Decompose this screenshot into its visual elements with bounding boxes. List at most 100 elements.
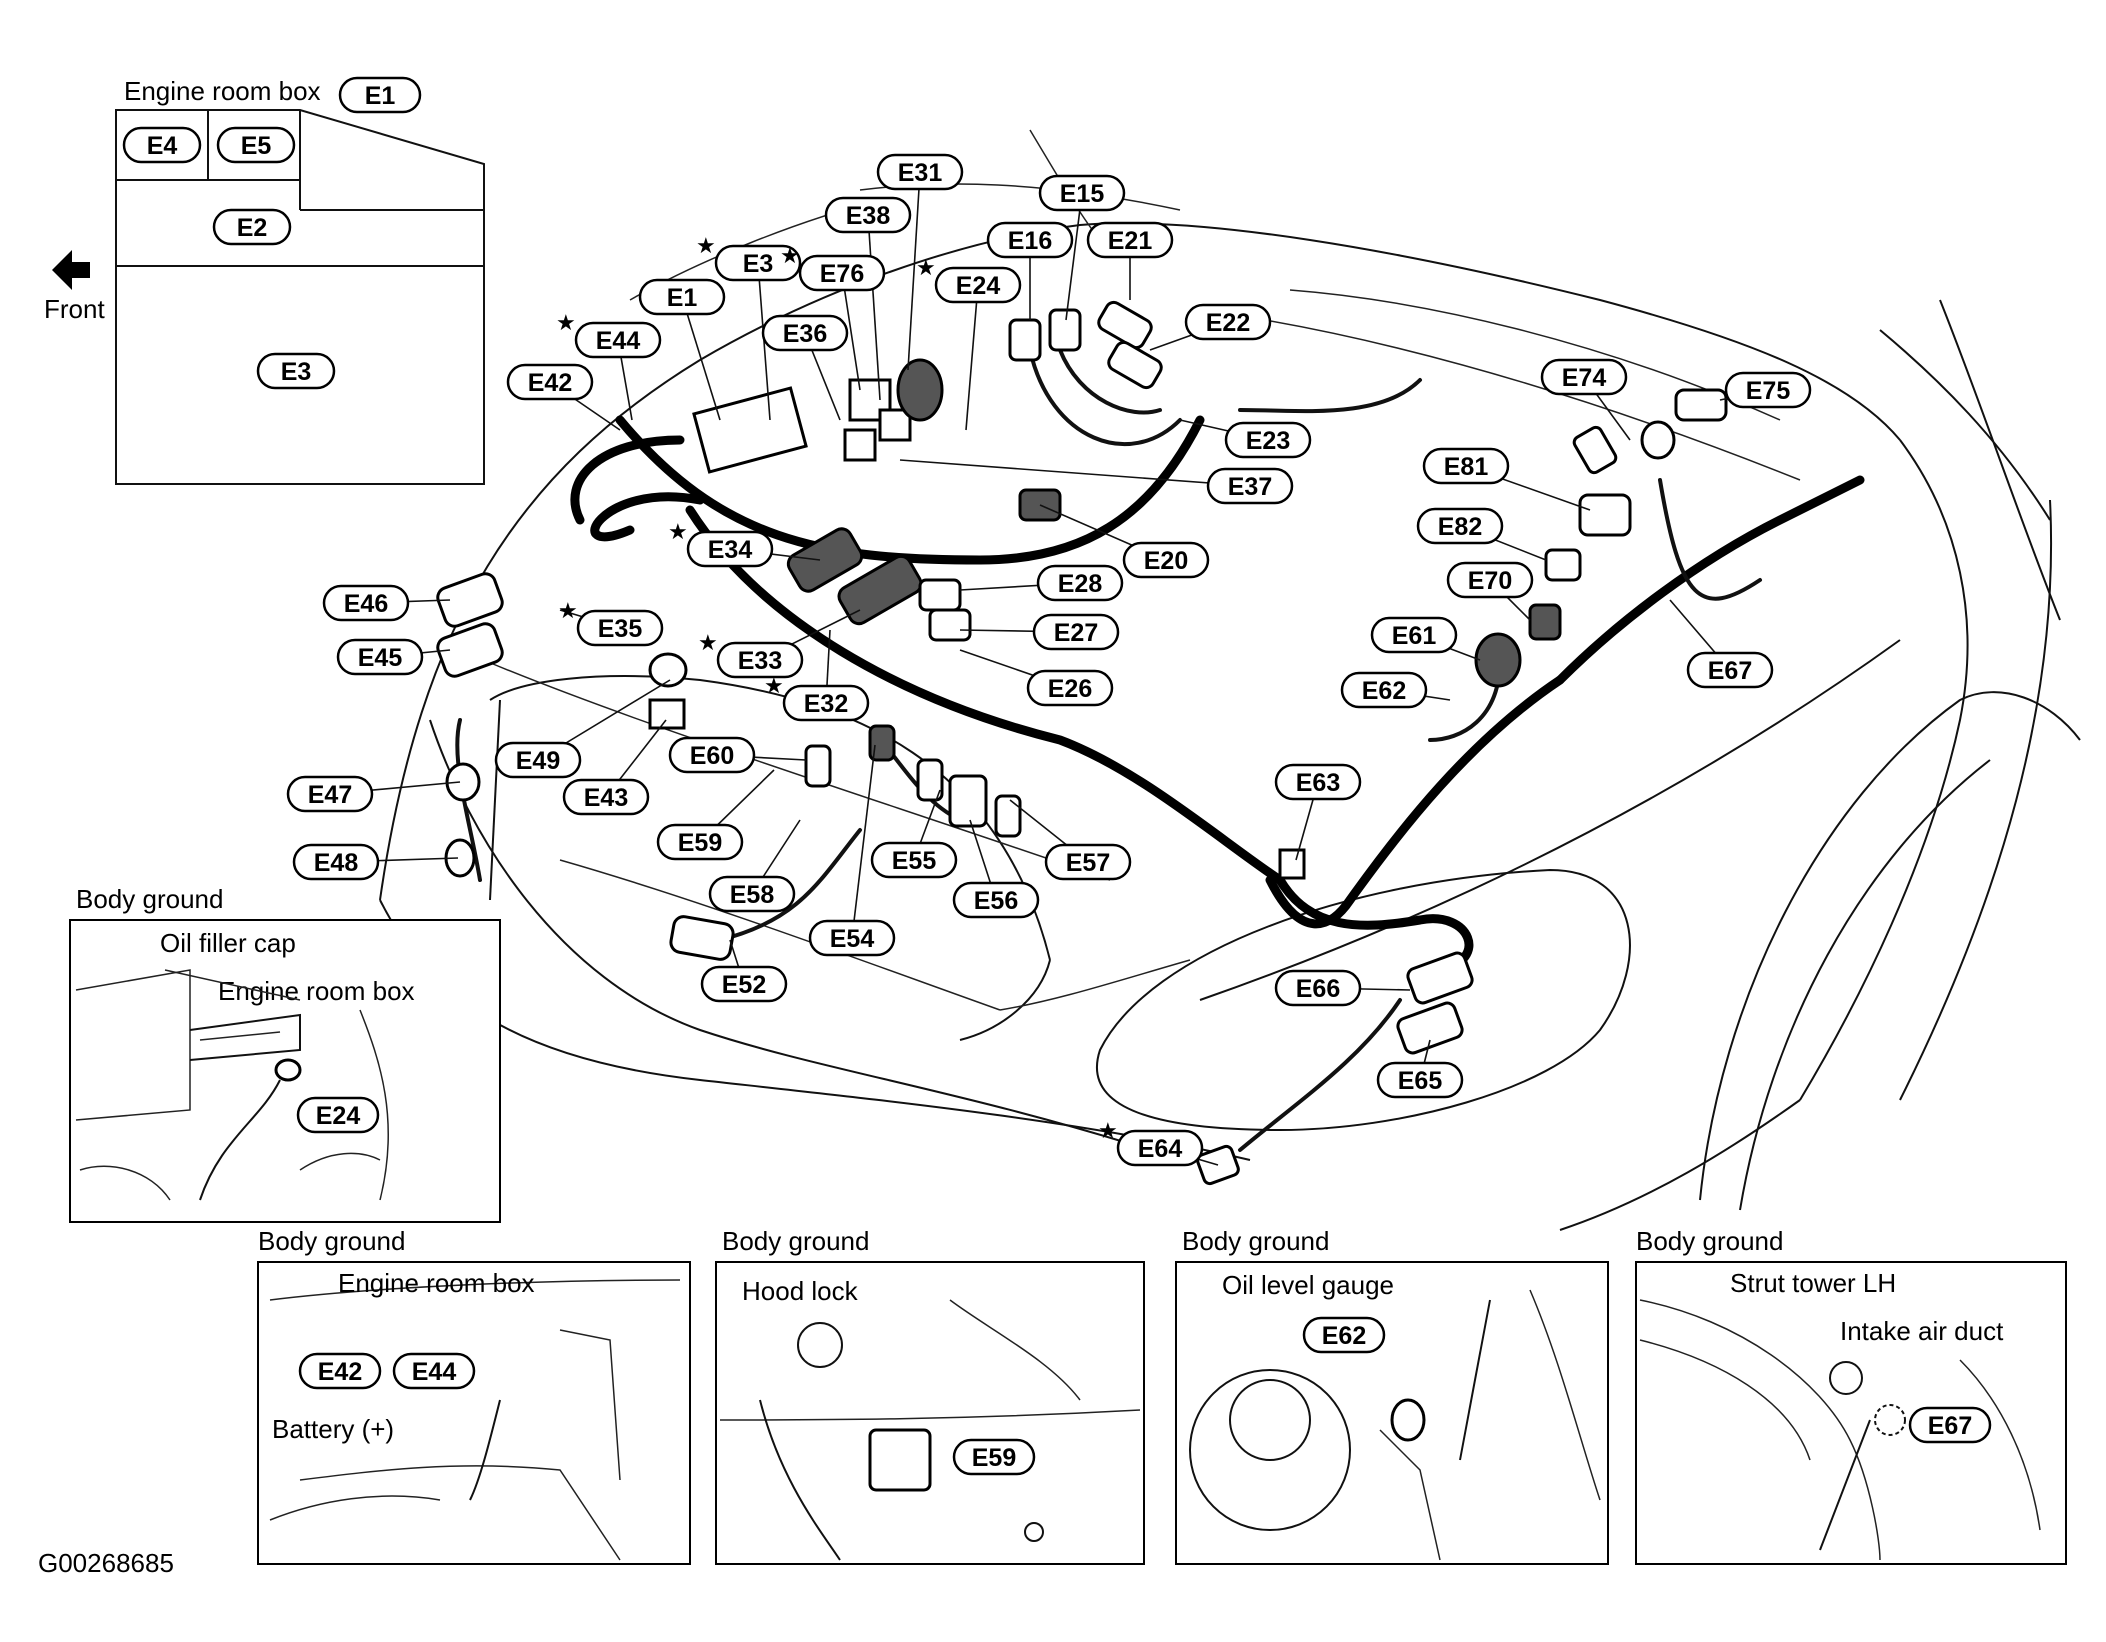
connector-shapes <box>436 300 1728 1186</box>
connector-pill <box>1044 843 1132 881</box>
connector-callout-e61: E61 <box>1370 616 1481 661</box>
connector-callout-e31: E31 <box>876 153 964 371</box>
inset-2-connector-e44: E44 <box>392 1352 476 1390</box>
front-indicator: Front <box>44 250 105 324</box>
connector-callout-e81: E81 <box>1422 447 1591 511</box>
connector-pill <box>506 363 594 401</box>
connector-pill <box>1422 447 1510 485</box>
connector-callout-e1: E1 <box>638 278 726 421</box>
connector-label: E62 <box>1362 677 1406 705</box>
connector-callout-e28: E28 <box>959 564 1124 602</box>
connector-callout-e33: E33 <box>716 609 861 679</box>
connector-pill <box>824 196 912 234</box>
connector-callout-e49: E49 <box>494 679 671 779</box>
connector-pill <box>574 321 662 359</box>
connector-callout-e23: E23 <box>1179 419 1312 459</box>
figure-id: G00268685 <box>38 1548 174 1578</box>
leader-line <box>965 284 979 431</box>
connector-label: E75 <box>1746 377 1791 405</box>
connector-pill <box>761 314 849 352</box>
leader-line <box>867 214 881 401</box>
connector-label: E42 <box>528 369 572 397</box>
connector-label: E47 <box>308 781 352 809</box>
connector-pill <box>1686 651 1774 689</box>
connector-pill <box>1038 174 1126 212</box>
connector-callout-e70: E70 <box>1446 561 1534 621</box>
connector-pill <box>1724 371 1812 409</box>
inset-3-label-hood-lock: Hood lock <box>742 1276 859 1306</box>
connector-label: E35 <box>598 615 643 643</box>
connector-pill <box>986 221 1074 259</box>
connector-label: E23 <box>1246 427 1290 455</box>
connector-callout-e62: E62 <box>1340 671 1451 709</box>
front-label: Front <box>44 294 105 324</box>
star-icon: ★ <box>1098 1118 1118 1143</box>
star-icon: ★ <box>698 630 718 655</box>
connector-pill <box>1026 669 1114 707</box>
connector-pill <box>1416 507 1504 545</box>
connector-callout-e58: E58 <box>708 819 801 913</box>
connector-callout-e75: E75 <box>1719 371 1812 409</box>
star-icon: ★ <box>696 233 716 258</box>
inset-1-title: Body ground <box>76 884 223 914</box>
connector-callout-e47: E47 <box>286 775 461 813</box>
inset-body-ground-e67: Body ground Strut tower LH Intake air du… <box>1635 1226 2067 1565</box>
connector-label: E63 <box>1296 769 1340 797</box>
connector-callout-e67: E67 <box>1669 599 1774 689</box>
inset-body-ground-e24: Body ground Oil filler cap Engine room b… <box>69 884 501 1223</box>
connector-callout-e63: E63 <box>1274 763 1362 861</box>
connector-pill <box>798 254 886 292</box>
connector-pill <box>286 775 374 813</box>
svg-text:E3: E3 <box>281 358 312 386</box>
connector-label: E24 <box>956 272 1001 300</box>
connector-callout-e43: E43 <box>562 719 667 816</box>
connector-label: E81 <box>1444 453 1489 481</box>
leader-line <box>907 171 921 371</box>
svg-text:E44: E44 <box>412 1358 457 1386</box>
inset-2-label-battery: Battery (+) <box>272 1414 394 1444</box>
connector-pill <box>1224 421 1312 459</box>
connector-pill <box>1370 616 1458 654</box>
connector-label: E45 <box>358 644 403 672</box>
connector-label: E20 <box>1144 547 1188 575</box>
connector-label: E1 <box>667 284 698 312</box>
inset-body-ground-e42-e44: Body ground Engine room box Battery (+) … <box>257 1226 691 1565</box>
connector-label: E32 <box>804 690 848 718</box>
front-arrow-icon <box>52 250 90 290</box>
inset-1-label-oil-filler-cap: Oil filler cap <box>160 928 296 958</box>
leader-line <box>841 272 861 391</box>
connector-label: E31 <box>898 159 943 187</box>
svg-text:E4: E4 <box>147 132 178 160</box>
star-icon: ★ <box>556 310 576 335</box>
connector-label: E58 <box>730 881 775 909</box>
inset-4-connector-e62: E62 <box>1302 1316 1386 1354</box>
connector-pill <box>700 965 788 1003</box>
connector-pill <box>1036 564 1124 602</box>
inset-5-connector-e67: E67 <box>1908 1406 1992 1444</box>
connector-label: E34 <box>708 536 753 564</box>
connector-label: E27 <box>1054 619 1098 647</box>
connector-label: E82 <box>1438 513 1482 541</box>
star-icon: ★ <box>668 519 688 544</box>
svg-text:E2: E2 <box>237 214 268 242</box>
inset-body-ground-e62: Body ground Oil level gauge E62 <box>1175 1226 1609 1565</box>
inset-5-label-intake-air-duct: Intake air duct <box>1840 1316 2004 1346</box>
connector-pill <box>876 153 964 191</box>
inset-2-connector-e42: E42 <box>298 1352 382 1390</box>
vehicle-body-outline <box>379 129 2081 1231</box>
connector-label: E33 <box>738 647 782 675</box>
connector-label: E57 <box>1066 849 1110 877</box>
connector-pill <box>1032 613 1120 651</box>
connector-label: E70 <box>1468 567 1512 595</box>
connector-callout-e22: E22 <box>1149 303 1272 351</box>
svg-text:E24: E24 <box>316 1102 361 1130</box>
connector-label: E21 <box>1108 227 1153 255</box>
connector-pill <box>336 638 424 676</box>
connector-callout-e27: E27 <box>959 613 1120 651</box>
connector-callout-e76: E76 <box>798 254 886 391</box>
connector-label: E66 <box>1296 975 1340 1003</box>
svg-text:E67: E67 <box>1928 1412 1972 1440</box>
box-section-e3: E3 <box>256 352 336 390</box>
connector-label: E59 <box>678 829 722 857</box>
